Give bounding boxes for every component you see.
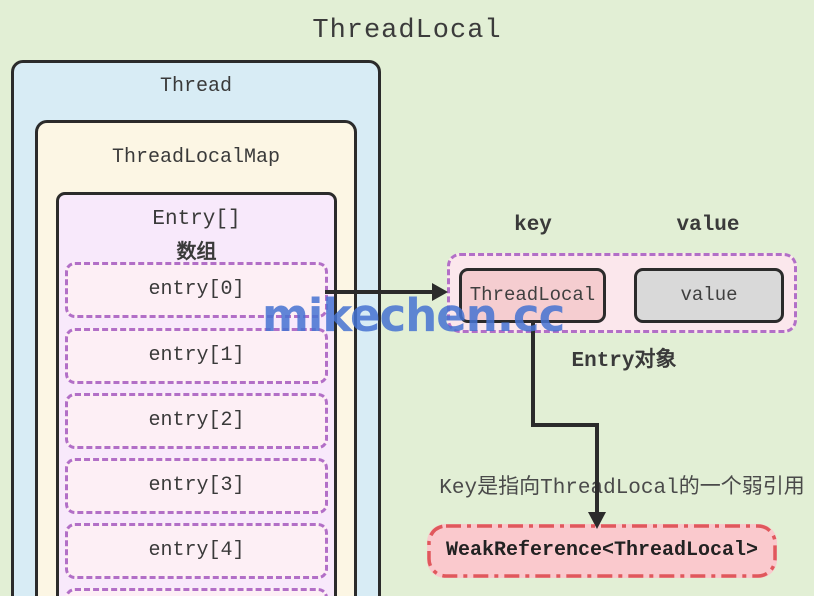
weak-reference-box: WeakReference<ThreadLocal> bbox=[427, 524, 777, 578]
value-header-label: value bbox=[676, 214, 740, 237]
key-header-label: key bbox=[514, 214, 552, 237]
thread-box-label: Thread bbox=[159, 75, 232, 98]
entry-row-1: entry[1] bbox=[65, 328, 328, 384]
entry-row-0: entry[0] bbox=[65, 262, 328, 318]
entry-object-box: ThreadLocal value bbox=[447, 253, 797, 333]
entry-array-box: Entry[] 数组 entry[0] entry[1] entry[2] en… bbox=[56, 192, 337, 596]
entry-row-3: entry[3] bbox=[65, 458, 328, 514]
entry-object-caption: Entry对象 bbox=[571, 350, 677, 373]
threadlocalmap-box: ThreadLocalMap Entry[] 数组 entry[0] entry… bbox=[35, 120, 357, 596]
entry-array-sublabel: 数组 bbox=[176, 242, 217, 265]
thread-box: Thread ThreadLocalMap Entry[] 数组 entry[0… bbox=[11, 60, 381, 596]
diagram-title: ThreadLocal bbox=[312, 16, 502, 46]
entry-array-label: Entry[] bbox=[152, 208, 241, 231]
threadlocalmap-box-label: ThreadLocalMap bbox=[111, 146, 281, 169]
entry-row-partial bbox=[65, 588, 328, 596]
entry-row-2: entry[2] bbox=[65, 393, 328, 449]
entry-row-4: entry[4] bbox=[65, 523, 328, 579]
entry-value-box: value bbox=[634, 268, 784, 323]
weak-reference-annotation: Key是指向ThreadLocal的一个弱引用 bbox=[439, 477, 805, 500]
entry-key-box: ThreadLocal bbox=[459, 268, 606, 323]
